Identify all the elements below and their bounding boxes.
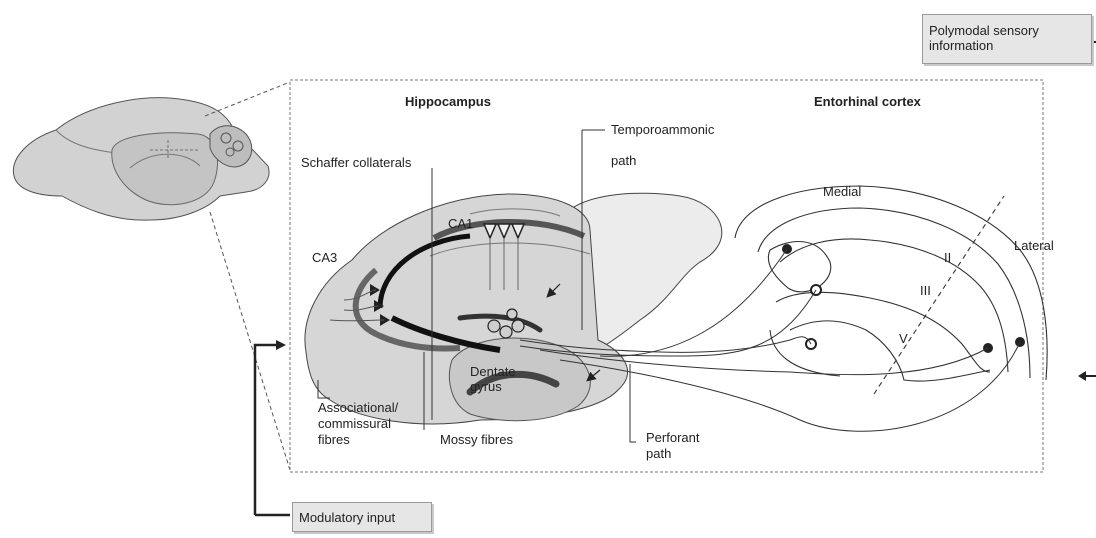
perforant-path-label: Perforant path [646, 430, 716, 462]
temporoammonic-path-label: path [611, 153, 636, 169]
right-input-arrow [1078, 371, 1096, 381]
associational-commissural-label: Associational/ commissural fibres [318, 400, 418, 448]
schaffer-collaterals-label: Schaffer collaterals [301, 155, 411, 171]
lateral-label: Lateral [1014, 238, 1054, 254]
polymodal-label: Polymodal sensory information [929, 23, 1039, 53]
polymodal-sensory-box: Polymodal sensory information [922, 14, 1092, 64]
ca3-label: CA3 [312, 250, 337, 266]
rat-brain-illustration [13, 98, 269, 220]
entorhinal-cortex-shape [735, 186, 1047, 381]
ca1-label: CA1 [448, 216, 473, 232]
layer-v-label: V [899, 331, 908, 347]
modulatory-label: Modulatory input [299, 510, 395, 525]
modulatory-input-box: Modulatory input [292, 502, 432, 532]
medial-label: Medial [823, 184, 861, 200]
layer-ii-label: II [944, 250, 951, 266]
temporoammonic-label: Temporoammonic [611, 122, 714, 138]
layer-iii-label: III [920, 283, 931, 299]
mossy-fibres-label: Mossy fibres [440, 432, 513, 448]
modulatory-arrow [255, 340, 290, 515]
dentate-gyrus-label: Dentate gyrus [470, 364, 532, 394]
medial-lateral-divider [874, 196, 1004, 394]
hippocampus-heading: Hippocampus [405, 94, 491, 110]
entorhinal-heading: Entorhinal cortex [814, 94, 921, 110]
